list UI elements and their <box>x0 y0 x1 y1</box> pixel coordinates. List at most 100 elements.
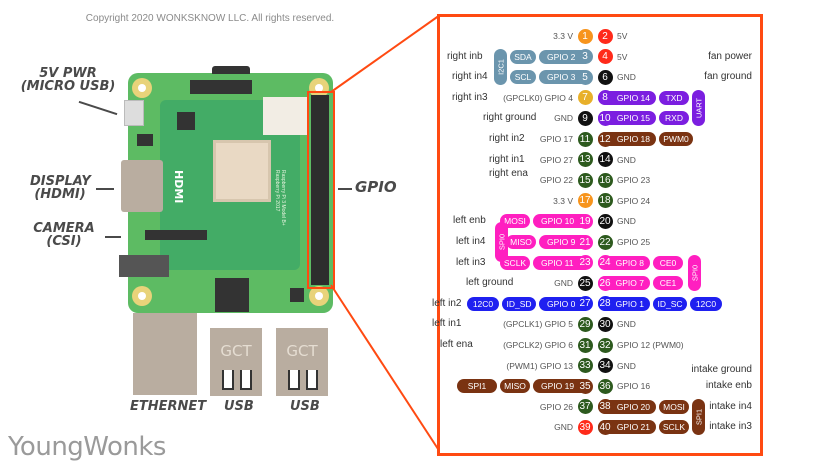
pin-19-gpio-pill: GPIO 10 <box>533 214 591 229</box>
spi0-left-group-label-text: SPI0 <box>497 233 506 251</box>
function-label-right: intake in3 <box>709 421 752 433</box>
connector-line-top <box>330 14 441 93</box>
pin-38: 38 <box>597 399 613 415</box>
pin-35: 35 <box>577 378 593 394</box>
pin-17: 17 <box>577 193 593 209</box>
copyright-notice: Copyright 2020 WONKSKNOW LLC. All rights… <box>85 13 335 24</box>
usb-controller-chip <box>177 112 195 130</box>
usb-slot <box>306 370 318 390</box>
pin-11-label: GPIO 17 <box>539 134 573 144</box>
pin-10-tag-rxd: RXD <box>659 111 689 126</box>
camera-connector <box>145 230 207 240</box>
pin-8-gpio-pill: GPIO 14 <box>598 90 656 105</box>
function-label-left: right in1 <box>489 153 525 165</box>
pin-11: 11 <box>577 131 593 147</box>
pin-5: 5 <box>577 69 593 85</box>
pin-12-gpio-pill: GPIO 18 <box>598 132 656 146</box>
pin-2-label: 5V <box>617 31 628 41</box>
power-label-line1: 5V PWR <box>39 66 97 81</box>
spi0-left-group-label: SPI0 <box>495 221 508 263</box>
pin-3: 3 <box>577 49 593 65</box>
power-label-line2: (MICRO USB) <box>20 79 116 94</box>
usb-label-2: USB <box>290 399 320 414</box>
usb-port-1-brand: GCT <box>220 342 252 360</box>
pin-27: 27 <box>577 296 593 312</box>
pin-27-tag-id_sd: ID_SD <box>502 296 536 311</box>
pin-33: 33 <box>577 358 593 374</box>
function-label-left: right in4 <box>452 71 488 83</box>
pin-15-label: GPIO 22 <box>539 175 573 186</box>
usb-slot <box>222 370 234 390</box>
pin-29-label: (GPCLK1) GPIO 5 <box>503 319 573 330</box>
hdmi-port <box>121 160 163 212</box>
usb-slot <box>288 370 300 390</box>
usb-slot <box>240 370 252 390</box>
pin-24-tag-ce0: CE0 <box>653 255 683 270</box>
pin-14-label: GND <box>617 154 636 165</box>
spi1-group-label-text: SPI1 <box>694 408 703 426</box>
function-label-left: right in3 <box>452 91 488 103</box>
power-port-label: 5V PWR (MICRO USB) <box>18 67 118 93</box>
pin-27-tag-12c0: 12C0 <box>467 296 499 311</box>
function-label-left: left ena <box>440 339 473 350</box>
pin-32: 32 <box>597 337 613 353</box>
i2c1-group-label: I2C1 <box>494 48 507 86</box>
pin-21-tag-miso: MISO <box>506 235 536 249</box>
pin-40-gpio-pill: GPIO 21 <box>598 420 656 435</box>
mounting-hole <box>132 78 152 98</box>
function-label-left: right ground <box>483 112 537 124</box>
pin-29: 29 <box>577 316 593 332</box>
uart-group-label-text: UART <box>694 97 703 119</box>
pin-19-tag-mosi: MOSI <box>500 214 530 229</box>
pin-12-tag-pwm0: PWM0 <box>659 132 693 146</box>
mounting-hole <box>309 286 329 306</box>
pin-9-label: GND <box>554 113 573 124</box>
audio-jack <box>119 255 169 277</box>
pin-17-label: 3.3 V <box>553 195 573 206</box>
gpio-leader-line <box>338 188 352 190</box>
pin-37-label: GPIO 26 <box>539 401 573 412</box>
usb-port-1: GCT <box>210 328 262 396</box>
camera-label-line1: CAMERA <box>33 221 95 236</box>
pin-38-tag-mosi: MOSI <box>659 399 689 414</box>
mounting-hole <box>309 78 329 98</box>
display-connector <box>190 80 252 94</box>
display-label-line2: (HDMI) <box>34 187 86 202</box>
pin-8: 8 <box>597 90 613 106</box>
youngwonks-logo: YoungWonks <box>8 432 166 462</box>
pin-40: 40 <box>597 419 613 435</box>
pin-18-label: GPIO 24 <box>617 195 651 206</box>
pin-23-tag-sclk: SCLK <box>500 255 530 270</box>
power-chip <box>137 134 153 146</box>
spi1-group-label: SPI1 <box>692 398 705 436</box>
pin-35-gpio-pill: GPIO 19 <box>533 379 591 394</box>
pin-36: 36 <box>597 378 613 394</box>
pin-25-label: GND <box>554 278 573 289</box>
function-label-right: fan power <box>708 50 752 62</box>
pin-30-label: GND <box>617 319 636 330</box>
function-label-right: intake enb <box>705 380 752 392</box>
pin-16: 16 <box>597 172 613 188</box>
pin-3-tag-sda: SDA <box>510 49 536 64</box>
pin-19: 19 <box>577 213 593 229</box>
function-label-left: right in2 <box>489 133 525 144</box>
pin-16-label: GPIO 23 <box>617 175 651 186</box>
function-label-left: left in3 <box>456 256 486 268</box>
pin-4-label: 5V <box>617 51 628 62</box>
display-port-label: DISPLAY (HDMI) <box>30 174 91 202</box>
pin-34: 34 <box>597 358 613 374</box>
camera-port-label: CAMERA (CSI) <box>28 222 100 248</box>
pin-39: 39 <box>577 419 593 435</box>
pin-28: 28 <box>597 296 613 312</box>
display-label-line1: DISPLAY <box>30 174 91 189</box>
pin-6-label: GND <box>617 72 636 83</box>
function-label-right: intake in4 <box>709 400 752 412</box>
pin-40-tag-sclk: SCLK <box>659 420 689 435</box>
pin-26-tag-ce1: CE1 <box>653 276 683 291</box>
micro-usb-port <box>124 100 144 126</box>
pin-31-label: (GPCLK2) GPIO 6 <box>503 340 573 350</box>
ethernet-label: ETHERNET <box>130 399 207 414</box>
function-label-left: left in1 <box>432 318 462 330</box>
